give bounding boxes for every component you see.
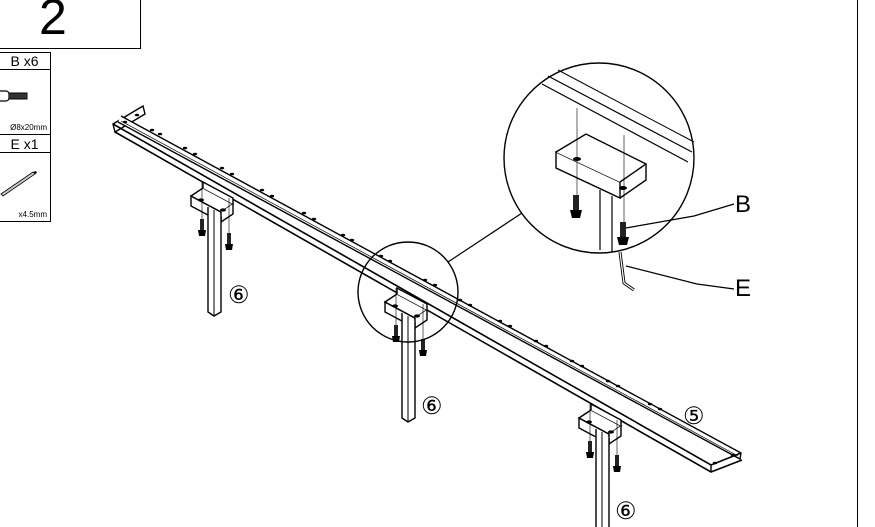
part-number-leg-right: ⑥: [615, 497, 637, 525]
parts-list: B x6 Ø8x20mm E x1 x4.5mm: [0, 52, 51, 222]
part-number-leg-middle: ⑥: [421, 392, 443, 420]
part-b-label: B x6: [10, 53, 39, 69]
part-e-label: E x1: [10, 136, 39, 152]
part-number-leg-left: ⑥: [228, 281, 250, 309]
allen-key-icon: [0, 171, 37, 197]
page-frame-right: [857, 0, 858, 527]
callout-e: E: [735, 275, 752, 302]
bolt-icon: [0, 90, 28, 102]
part-e-size: x4.5mm: [18, 210, 47, 219]
step-number: 2: [39, 0, 67, 45]
callout-b: B: [735, 191, 752, 218]
part-number-rail: ⑤: [683, 402, 705, 430]
part-b-size: Ø8x20mm: [10, 123, 47, 132]
step-number-box: 2: [0, 0, 141, 49]
